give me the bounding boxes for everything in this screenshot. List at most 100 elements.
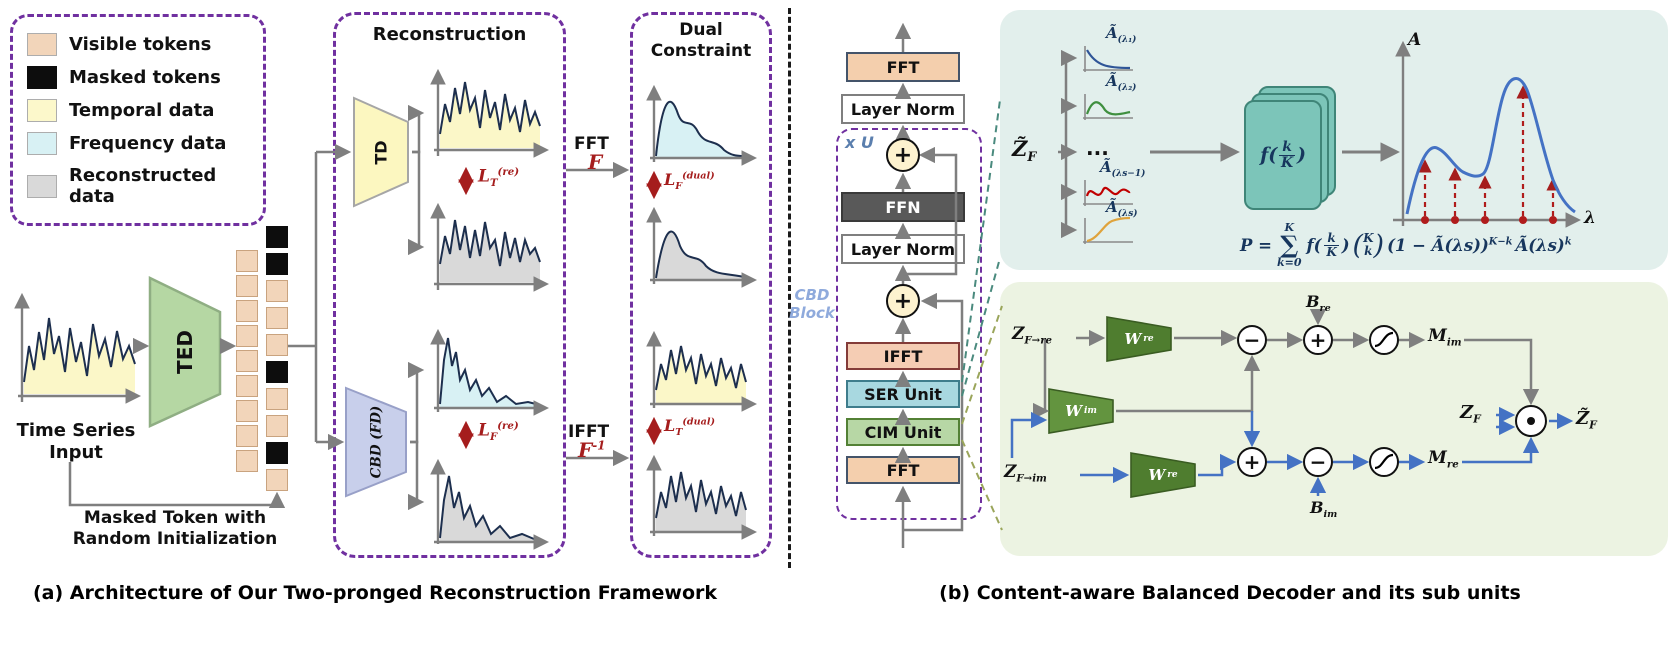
formula-lhs: P = (1240, 235, 1272, 255)
amplitude-label-s-minus-1: Ã(λs−1) (1100, 158, 1145, 179)
ifft-transform-label: IFFT (568, 422, 610, 442)
w-re-trapezoid-2 (1130, 452, 1196, 498)
sigmoid-icon (1374, 331, 1394, 348)
visible-token-column (236, 250, 258, 472)
sum-lower: k=0 (1276, 256, 1302, 269)
td-label-text: TD (371, 139, 391, 165)
sum-upper: K (1284, 221, 1295, 234)
z-sub: F→im (1016, 472, 1047, 485)
legend-item-frequency-data: Frequency data (27, 132, 249, 155)
frequency-data-swatch (27, 132, 57, 155)
inverse-fourier-base: F (578, 438, 593, 462)
binom-bottom: k (1364, 244, 1373, 258)
fft-block-top: FFT (846, 52, 960, 82)
cbd-block-line2: Block (789, 304, 835, 322)
token (266, 280, 288, 302)
binom-top: K (1363, 230, 1374, 245)
z-f-label: ZF (1460, 402, 1481, 426)
fourier-symbol: F (588, 150, 603, 174)
loss-sup: (dual) (682, 416, 716, 428)
loss-base: L (478, 420, 490, 441)
zoom-link-lines (961, 99, 1003, 531)
layer-norm-block-1: Layer Norm (841, 94, 965, 124)
w-base: W (1065, 402, 1082, 420)
cbd-fd-decoder-label: CBD (FD) (344, 386, 408, 498)
reconstructed-data-swatch (27, 174, 57, 198)
dual-temporal-recon-plot (646, 330, 758, 412)
panel-divider (788, 8, 791, 568)
imaginary-path-connectors (1010, 406, 1574, 496)
sigmoid-icon (1374, 453, 1394, 470)
loss-sup: (re) (497, 166, 520, 178)
binom-paren-right: ) (1373, 229, 1385, 261)
add-node-re: + (1303, 325, 1333, 355)
add-node-im: + (1237, 447, 1267, 477)
loss-frequency-dual: LF(dual) (664, 170, 715, 192)
token (266, 226, 288, 248)
plus-icon: + (1243, 450, 1261, 474)
legend-item-masked-tokens: Masked tokens (27, 66, 249, 89)
formula-f-suffix: ) (1341, 235, 1350, 255)
frac-num: k (1324, 232, 1339, 246)
loss-sub: F (489, 431, 498, 444)
legend-label: Temporal data (69, 100, 215, 121)
spectrum-sampling-plot (1393, 40, 1582, 228)
masked-note-line2: Random Initialization (72, 529, 278, 550)
loss-sup: (dual) (682, 170, 715, 182)
loss-sub: T (675, 427, 683, 439)
amp-base: Ã (1106, 72, 1118, 90)
w-sub: re (1167, 470, 1178, 480)
minus-icon: − (1309, 450, 1327, 474)
amp-base: Ã (1106, 24, 1118, 42)
masked-token-note: Masked Token with Random Initialization (52, 508, 298, 551)
amp-sub: (λ₁) (1117, 35, 1137, 45)
time-series-input-plot (14, 292, 142, 404)
m-base: M (1428, 326, 1447, 346)
temporal-target-plot (430, 202, 550, 292)
card-numerator: k (1279, 140, 1295, 156)
loss-double-arrows (458, 166, 662, 450)
loss-base: L (478, 166, 490, 187)
residual-add-node-bottom: + (886, 284, 920, 318)
dual-frequency-recon-plot (646, 84, 758, 166)
binom-paren-left: ( (1352, 229, 1364, 261)
token (266, 334, 288, 356)
legend-label: Frequency data (69, 133, 227, 154)
m-base: M (1428, 448, 1447, 468)
sum-symbol: ∑ (1280, 230, 1299, 259)
w-base: W (1124, 330, 1142, 348)
b-re-label: Bre (1306, 292, 1331, 314)
minus-icon: − (1243, 328, 1261, 352)
legend: Visible tokens Masked tokens Temporal da… (10, 14, 266, 226)
token (266, 361, 288, 383)
z-sub: F (1589, 418, 1597, 432)
ted-label-text: TED (173, 330, 197, 374)
b-sub: im (1323, 509, 1338, 521)
formula-term1: (1 − Ã(λs))K−k (1387, 236, 1512, 255)
token (266, 442, 288, 464)
loss-sub: F (675, 181, 683, 193)
token (236, 275, 258, 297)
inverse-fourier-sup: -1 (592, 438, 606, 453)
subtract-node-im: − (1303, 447, 1333, 477)
term1-sup: K−k (1488, 236, 1513, 247)
b-base: B (1306, 292, 1320, 311)
time-series-label-line1: Time Series (16, 420, 136, 441)
token (236, 300, 258, 322)
sigmoid-node-re (1369, 325, 1399, 355)
formula-f-prefix: f( (1306, 235, 1322, 255)
m-re-label: Mre (1428, 448, 1459, 470)
b-base: B (1310, 498, 1324, 517)
zf-input-label: Z̃F (1012, 136, 1036, 164)
caption-panel-a: (a) Architecture of Our Two-pronged Reco… (32, 582, 718, 604)
z-sub: F (1473, 412, 1481, 426)
loss-base: L (664, 416, 676, 435)
z-base: Z (1460, 402, 1474, 423)
card-prefix: f( (1260, 144, 1278, 166)
ted-encoder-label: TED (148, 276, 222, 428)
legend-label: Reconstructed data (69, 165, 217, 207)
z-f-im-label: ZF→im (1004, 462, 1047, 484)
